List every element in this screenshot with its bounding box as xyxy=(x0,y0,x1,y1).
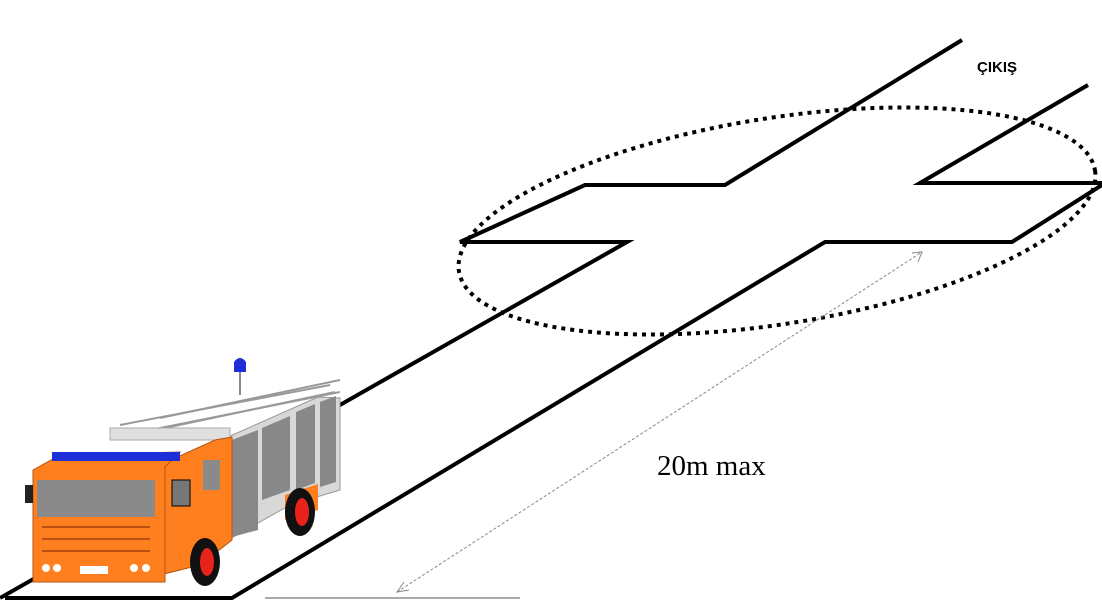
roof-rack xyxy=(109,427,231,441)
headlight xyxy=(53,564,61,572)
headlight xyxy=(130,564,138,572)
rear-panel-1 xyxy=(232,430,258,537)
side-window xyxy=(203,460,220,490)
side-mirror xyxy=(171,479,191,507)
front-grille xyxy=(42,526,150,552)
rear-panel-2 xyxy=(262,416,290,500)
fire-truck xyxy=(25,358,341,586)
license-plate xyxy=(80,566,108,574)
rear-panel-4 xyxy=(320,396,336,487)
distance-label: 20m max xyxy=(657,450,766,482)
exit-label: ÇIKIŞ xyxy=(977,59,1017,76)
light-bar xyxy=(52,452,180,461)
left-mirror xyxy=(25,485,33,503)
rear-panel-3 xyxy=(296,404,315,490)
distance-arrow xyxy=(395,251,923,593)
turning-area-ellipse xyxy=(456,105,1098,337)
road-right-edge xyxy=(5,183,1102,600)
windshield xyxy=(37,480,155,517)
headlight xyxy=(42,564,50,572)
beacon-light xyxy=(234,358,246,372)
access-road-outline xyxy=(0,38,1102,600)
exit-notch-edge xyxy=(912,83,1102,185)
road-left-edge xyxy=(0,38,964,600)
front-wheel-hub xyxy=(200,548,214,576)
headlight xyxy=(142,564,150,572)
rear-wheel-hub xyxy=(295,498,309,526)
